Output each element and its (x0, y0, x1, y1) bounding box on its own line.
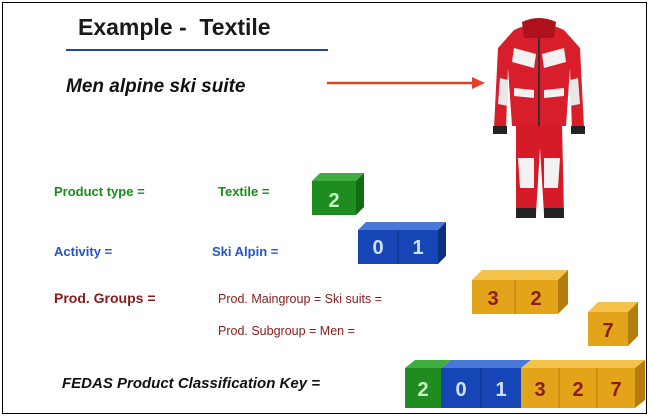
product-type-code-block: 2 (312, 173, 364, 215)
product-type-value-label: Textile = (218, 184, 270, 199)
maingroup-code-digit-1: 3 (487, 288, 498, 310)
maingroup-code-digit-2: 2 (530, 288, 541, 310)
subgroup-code: 7 (602, 320, 613, 342)
activity-code-block: 0 1 (358, 222, 446, 264)
arrow-icon (327, 77, 485, 89)
key-digit-4: 3 (534, 379, 545, 401)
key-digit-2: 0 (455, 379, 466, 401)
activity-code-digit-1: 0 (372, 237, 383, 259)
product-type-code: 2 (328, 190, 339, 212)
subgroup-code-block: 7 (588, 302, 638, 346)
activity-label: Activity = (54, 244, 113, 259)
slide-subtitle: Men alpine ski suite (66, 76, 246, 97)
key-digit-3: 1 (495, 379, 506, 401)
subgroup-label: Prod. Subgroup = Men = (218, 324, 355, 338)
prod-groups-label: Prod. Groups = (54, 290, 156, 306)
key-digit-1: 2 (417, 379, 428, 401)
maingroup-label: Prod. Maingroup = Ski suits = (218, 292, 382, 306)
maingroup-code-block: 3 2 (472, 270, 568, 314)
fedas-key-block: 2 0 1 3 2 7 (405, 360, 645, 408)
slide-frame (2, 2, 647, 414)
activity-code-digit-2: 1 (412, 237, 423, 259)
ski-suit-image (493, 18, 585, 218)
key-digit-6: 7 (610, 379, 621, 401)
activity-value-label: Ski Alpin = (212, 244, 279, 259)
fedas-key-label: FEDAS Product Classification Key = (62, 375, 320, 392)
key-digit-5: 2 (572, 379, 583, 401)
product-type-label: Product type = (54, 184, 145, 199)
slide-title: Example - Textile (78, 14, 271, 40)
title-underline (66, 49, 328, 51)
